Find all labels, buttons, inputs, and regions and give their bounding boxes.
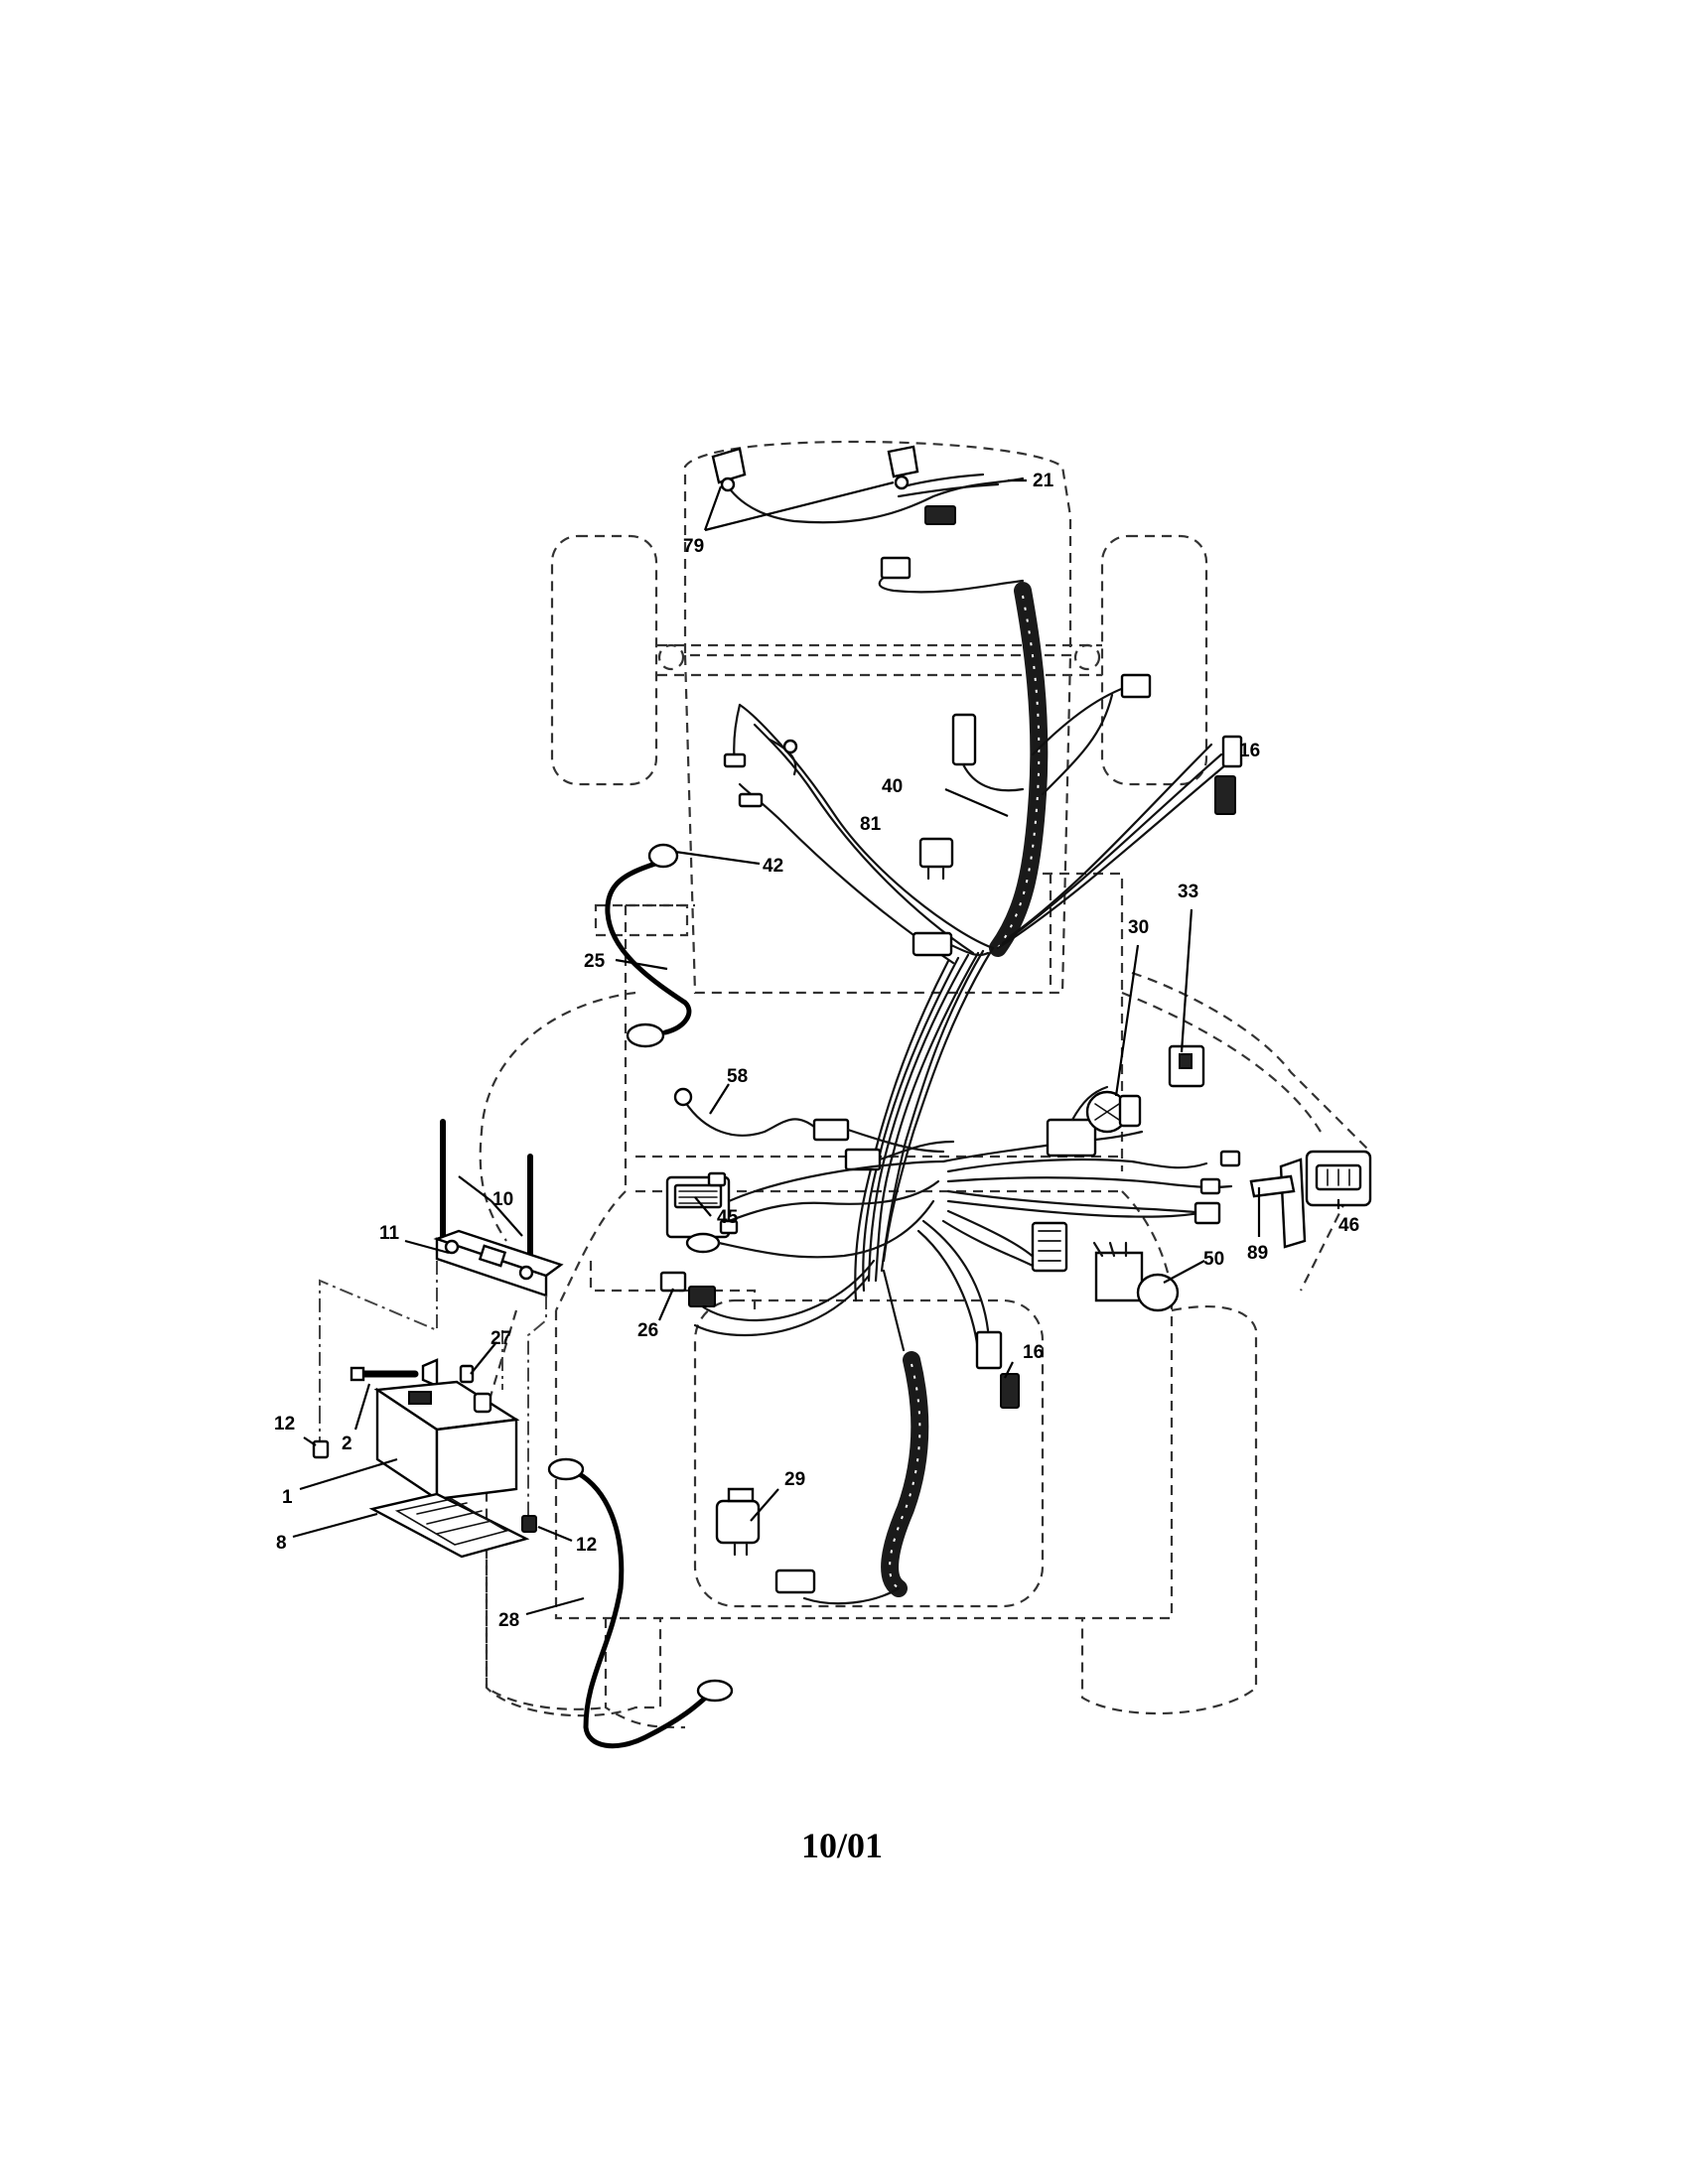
callout-11: 11 <box>379 1223 400 1244</box>
callout-1: 1 <box>282 1487 293 1508</box>
center-connector-block <box>1046 1118 1097 1158</box>
clip-nut-12-right <box>521 1515 537 1533</box>
callout-42: 42 <box>763 856 783 877</box>
harness-loom-upper <box>989 582 1049 957</box>
headlight-harness <box>711 445 1025 525</box>
battery-tray-8 <box>368 1492 530 1559</box>
main-harness <box>723 556 1243 1302</box>
right-headlight-bulb <box>887 445 919 490</box>
callout-28: 28 <box>498 1610 519 1631</box>
ground-ring-bottom <box>696 1679 734 1703</box>
callout-10: 10 <box>492 1189 513 1210</box>
callout-16-upper: 16 <box>1239 741 1260 761</box>
left-headlight-bulb <box>711 447 747 492</box>
connector-29-plug <box>774 1569 816 1594</box>
callout-50: 50 <box>1203 1249 1224 1270</box>
ground-ring-top <box>547 1457 585 1481</box>
top-harness-connector <box>880 556 912 580</box>
battery-assembly <box>312 1119 734 1749</box>
callout-16-lower: 16 <box>1023 1342 1044 1363</box>
callout-89: 89 <box>1247 1243 1268 1264</box>
connector-16-lower-bottom <box>1000 1373 1020 1409</box>
loom-connector <box>951 713 977 766</box>
relay-81 <box>918 837 954 869</box>
callout-79: 79 <box>683 536 704 557</box>
hour-meter-46 <box>1305 1150 1372 1207</box>
right-branch-connector <box>1120 673 1152 699</box>
seat-outline <box>693 1298 1045 1608</box>
callout-12-right: 12 <box>576 1535 597 1556</box>
callout-12-left: 12 <box>274 1414 295 1434</box>
switch-connector-16-top <box>1221 735 1243 768</box>
callout-26: 26 <box>637 1320 658 1341</box>
connector-58-a <box>812 1118 850 1142</box>
hood-outline <box>683 440 1072 657</box>
switch-connector-16-bottom <box>1214 775 1236 815</box>
bracket-89 <box>1249 1158 1307 1249</box>
left-harness-terminal-b <box>738 792 764 808</box>
ground-ring-45 <box>685 1232 721 1254</box>
fuse-holder-26-a <box>659 1271 687 1293</box>
callout-33: 33 <box>1178 882 1198 902</box>
headlight-plug <box>924 505 956 525</box>
terminal-nut-27 <box>459 1364 475 1384</box>
front-left-wheel <box>550 534 658 786</box>
harness-loom-lower <box>881 1351 929 1597</box>
gauge-lead-terminal-b <box>719 1219 739 1235</box>
dash-harness <box>665 1044 1372 1409</box>
bundle-plug-upper <box>912 931 953 957</box>
multi-pin-plug <box>1031 1221 1068 1273</box>
left-harness-terminal-a <box>723 752 747 768</box>
switch-33 <box>1168 1044 1205 1088</box>
gauge-lead-terminal <box>707 1171 727 1187</box>
rear-right-wheel <box>1080 1304 1258 1715</box>
callout-30: 30 <box>1128 917 1149 938</box>
callout-2: 2 <box>342 1433 352 1454</box>
callout-45: 45 <box>717 1207 739 1228</box>
battery-positive-cable <box>605 843 692 1048</box>
ring-terminal-25 <box>626 1023 665 1048</box>
seat-switch-29 <box>715 1487 761 1557</box>
ignition-switch-30 <box>1085 1090 1142 1134</box>
lower-harness <box>659 1259 929 1605</box>
cable-boot-42 <box>647 843 679 869</box>
date-code: 10/01 <box>800 1826 883 1865</box>
callout-25: 25 <box>584 951 606 972</box>
pto-switch-50 <box>1092 1241 1180 1312</box>
callout-29: 29 <box>784 1469 805 1490</box>
callout-58: 58 <box>727 1066 748 1087</box>
body-outline <box>479 991 636 1242</box>
battery-1 <box>373 1380 520 1502</box>
front-right-wheel <box>1100 534 1208 786</box>
rear-left-wheel <box>485 1549 662 1717</box>
callout-21: 21 <box>1033 471 1054 491</box>
tractor-outline <box>479 440 1372 1729</box>
connector-right-b <box>1199 1177 1221 1195</box>
hold-down-bracket-11 <box>433 1229 564 1297</box>
connector-16-lower-top <box>975 1330 1003 1370</box>
callouts: 21 79 16 40 81 42 33 30 25 58 10 11 45 8… <box>274 471 1359 1631</box>
fuse-holder-26-b <box>688 1286 716 1307</box>
callout-40: 40 <box>882 776 903 797</box>
callout-27: 27 <box>491 1328 511 1349</box>
connector-right-a <box>1219 1150 1241 1167</box>
ground-cable-28 <box>575 1470 713 1749</box>
leader-lines <box>292 478 1340 1616</box>
gauge-45 <box>665 1175 731 1239</box>
callout-81: 81 <box>860 814 882 835</box>
callout-46: 46 <box>1338 1215 1359 1236</box>
clip-nut-12-left <box>312 1439 330 1459</box>
callout-8: 8 <box>276 1533 287 1554</box>
connector-right-c <box>1193 1201 1221 1225</box>
